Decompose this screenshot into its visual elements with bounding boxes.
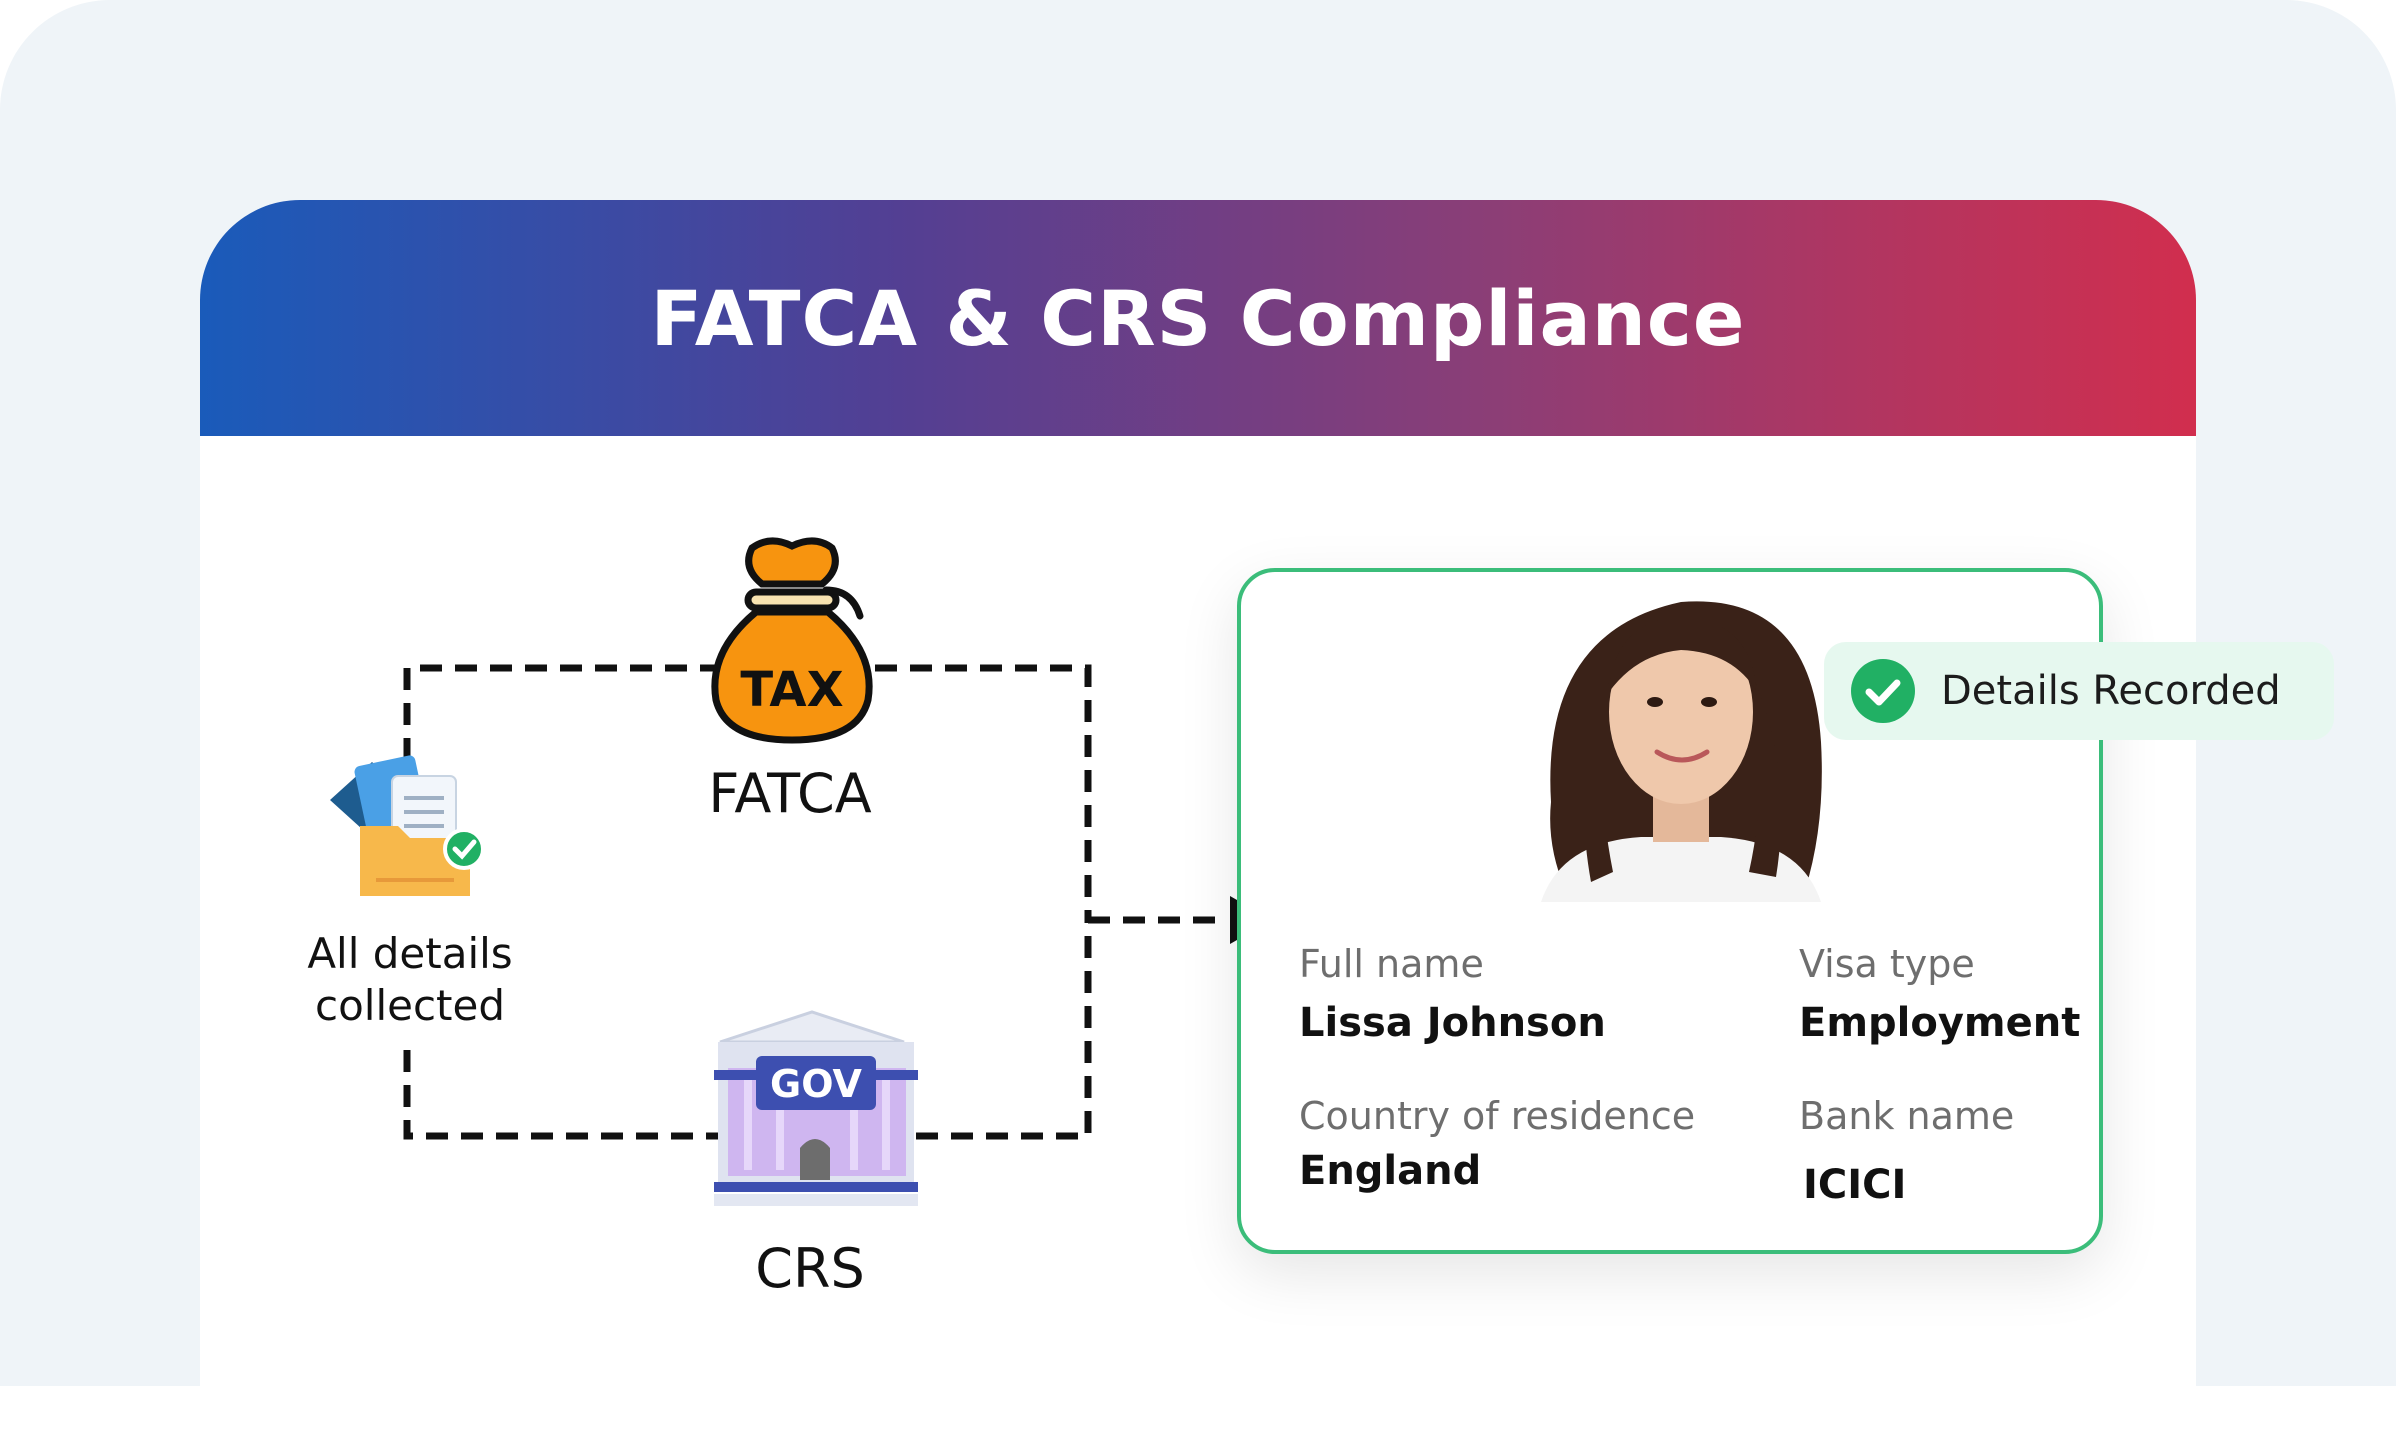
bank-name-label: Bank name: [1799, 1094, 2015, 1138]
all-details-collected-label: All details collected: [260, 928, 560, 1032]
fatca-label: FATCA: [708, 762, 872, 825]
page-title: FATCA & CRS Compliance: [650, 273, 1746, 363]
visa-type-value: Employment: [1799, 1000, 2081, 1046]
government-building-icon: GOV: [714, 1010, 918, 1206]
header-banner: [200, 200, 2196, 436]
gov-building-text: GOV: [770, 1062, 862, 1106]
full-name-value: Lissa Johnson: [1299, 1000, 1606, 1046]
check-circle-icon: [1851, 659, 1915, 723]
country-value: England: [1299, 1148, 1482, 1194]
visa-type-label: Visa type: [1799, 942, 1975, 986]
tax-bag-icon: TAX: [711, 537, 873, 744]
country-label: Country of residence: [1299, 1094, 1696, 1138]
badge-text: Details Recorded: [1941, 668, 2281, 714]
avatar: [1541, 601, 1822, 902]
full-name-label: Full name: [1299, 942, 1484, 986]
bank-name-value: ICICI: [1803, 1162, 1907, 1208]
documents-folder-icon: [330, 755, 485, 896]
collected-label-line-2: collected: [314, 981, 506, 1030]
crs-label: CRS: [755, 1237, 865, 1300]
details-recorded-badge: Details Recorded: [1824, 642, 2334, 740]
collected-label-line-1: All details: [307, 929, 513, 978]
tax-bag-text: TAX: [740, 662, 843, 718]
